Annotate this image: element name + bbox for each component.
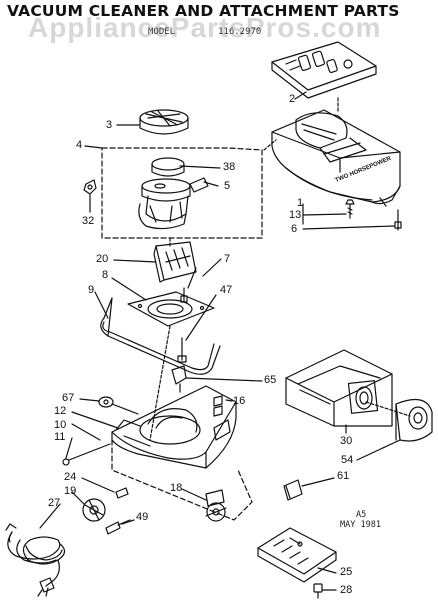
leader-49 <box>121 519 135 525</box>
leader-25 <box>317 567 337 574</box>
leader-54 <box>356 439 401 461</box>
screw-28 <box>313 583 323 599</box>
callout-20: 20 <box>96 253 109 265</box>
callout-49: 49 <box>136 511 149 523</box>
model-number: 116.2970 <box>218 27 262 37</box>
callout-7: 7 <box>224 253 231 265</box>
callout-2: 2 <box>289 93 296 105</box>
base-body-12 <box>111 385 237 469</box>
leader-65 <box>185 377 263 382</box>
leader-19 <box>71 491 85 505</box>
handle-bail-9 <box>100 297 221 375</box>
callout-18: 18 <box>170 482 183 494</box>
spring-16 <box>213 395 223 417</box>
model-prefix: MODEL <box>148 27 176 37</box>
leader-11 <box>65 437 73 459</box>
callout-6: 6 <box>291 223 298 235</box>
leader-12 <box>71 411 119 429</box>
motor-part <box>138 157 191 230</box>
leader-20 <box>113 259 157 263</box>
callout-38: 38 <box>223 161 236 173</box>
screw-49 <box>105 519 131 535</box>
callout-13: 13 <box>289 209 302 221</box>
callout-5: 5 <box>224 180 231 192</box>
bag-collar-54 <box>395 398 433 442</box>
cover-screw-6 <box>394 209 402 231</box>
bushing-24 <box>115 487 129 499</box>
leader-10 <box>71 423 101 441</box>
callout-19: 19 <box>64 485 77 497</box>
callout-1: 1 <box>297 197 304 209</box>
leader-4 <box>84 145 103 149</box>
caster-bracket <box>111 439 253 521</box>
leader-47 <box>185 294 217 341</box>
leader-24 <box>81 477 115 493</box>
callout-30: 30 <box>340 435 353 447</box>
callout-32: 32 <box>82 215 95 227</box>
leader-6 <box>302 225 395 230</box>
leader-67 <box>79 398 100 402</box>
diagram-title: VACUUM CLEANER AND ATTACHMENT PARTS <box>7 2 400 20</box>
bottom-tray-25 <box>257 527 337 583</box>
motor-mount-20 <box>153 241 197 283</box>
leader-2 <box>294 91 307 100</box>
gasket-plate-8 <box>127 291 215 327</box>
callout-16: 16 <box>233 395 246 407</box>
leader-9 <box>94 291 109 319</box>
nut-32 <box>83 179 97 213</box>
leader-38 <box>179 165 221 169</box>
screw-47 <box>177 337 187 363</box>
top-cover-part: TWO HORSEPOWER <box>271 109 401 207</box>
top-cap-part <box>271 41 377 99</box>
leader-8 <box>111 277 147 301</box>
callout-67: 67 <box>62 392 75 404</box>
leader-18 <box>181 488 207 501</box>
callout-8: 8 <box>102 269 109 281</box>
cover-screw-13 <box>345 199 355 219</box>
callout-61: 61 <box>337 470 350 482</box>
callout-65: 65 <box>264 374 277 386</box>
callout-28: 28 <box>340 584 353 596</box>
callout-25: 25 <box>340 566 353 578</box>
callout-11: 11 <box>54 431 66 443</box>
callout-10: 10 <box>54 419 67 431</box>
latch-clip-61 <box>283 479 303 501</box>
cord-clip-67 <box>98 396 139 415</box>
assembly-axis <box>149 325 171 441</box>
wheel-19 <box>82 498 106 522</box>
callout-3: 3 <box>106 119 113 131</box>
callout-27: 27 <box>48 497 61 509</box>
callout-12: 12 <box>54 405 67 417</box>
motor-filter-part <box>139 109 189 135</box>
top-cover-badge: TWO HORSEPOWER <box>335 156 393 184</box>
leader-7 <box>187 267 197 289</box>
stamp-date: MAY 1981 <box>340 520 381 530</box>
bolt-11 <box>62 443 111 466</box>
callout-54: 54 <box>341 454 354 466</box>
terminal-5 <box>189 177 219 193</box>
power-cord-27 <box>5 523 66 597</box>
leader-13 <box>302 213 347 216</box>
stamp-code: A5 <box>356 510 367 520</box>
motor-assembly-box <box>101 147 263 239</box>
leader-7b <box>202 258 222 277</box>
callout-47: 47 <box>220 284 233 296</box>
watermark-text: AppliancePartsPros.com <box>28 12 382 43</box>
dust-bag-30 <box>285 349 393 427</box>
leader-61 <box>301 477 335 487</box>
leader-16 <box>225 399 233 402</box>
callout-4: 4 <box>76 139 83 151</box>
caster-18 <box>205 489 227 522</box>
callout-24: 24 <box>64 471 77 483</box>
callout-9: 9 <box>88 284 95 296</box>
leader-27 <box>39 503 61 529</box>
